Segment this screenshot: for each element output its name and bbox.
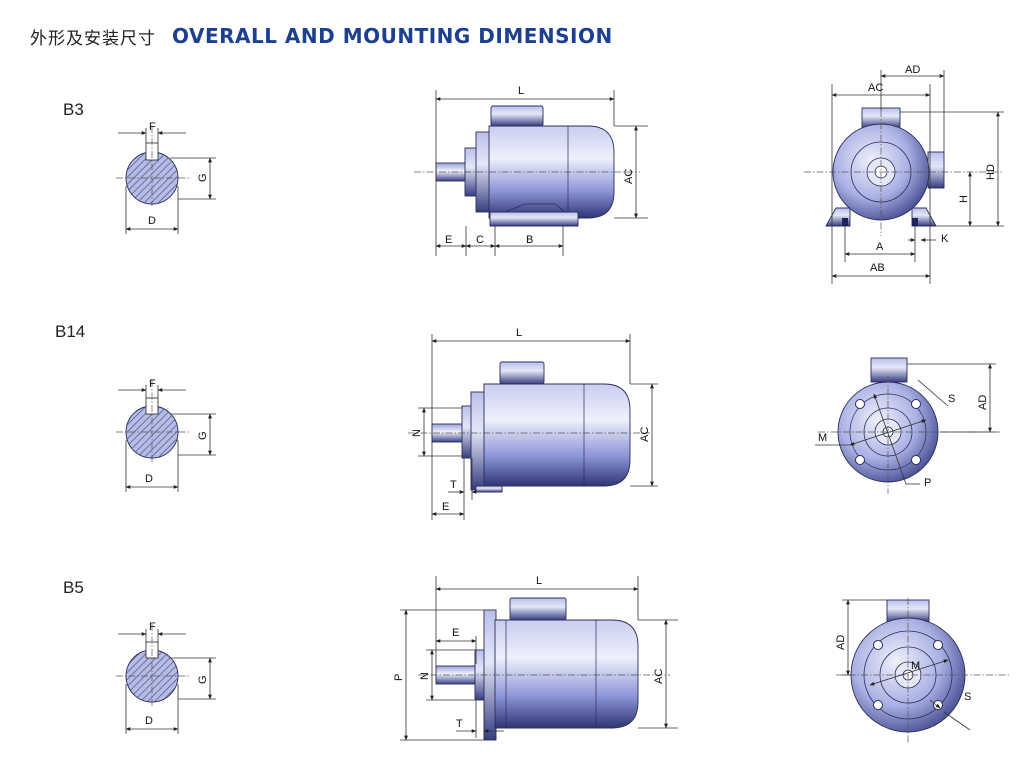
b5-label-D: D (145, 715, 153, 727)
b3-label-H: H (958, 195, 970, 203)
b3-label-AD: AD (905, 64, 920, 76)
b3-label-end-AC: AC (868, 82, 883, 94)
b14-label-AD: AD (977, 395, 989, 410)
b3-motor-side-view: L AC E C B (414, 85, 648, 256)
b5-label-E: E (452, 627, 459, 639)
b5-label-F: F (149, 621, 156, 633)
b14-label-E: E (442, 501, 449, 513)
b3-label-F: F (149, 121, 156, 133)
b5-label-T: T (456, 718, 463, 730)
b5-label-AD: AD (835, 635, 847, 650)
b14-label-M: M (818, 432, 827, 444)
b14-label-AC: AC (639, 427, 651, 442)
b14-label-L: L (516, 327, 522, 339)
b14-motor-end-view: AD S M P (815, 357, 1002, 494)
b3-motor-end-view: AD AC HD H A K AB (804, 64, 1004, 284)
b5-label-AC: AC (653, 669, 665, 684)
b5-label-G: G (197, 675, 209, 684)
b14-label-P: P (924, 477, 931, 489)
b3-label-AB: AB (870, 262, 885, 274)
b14-motor-side-view: L AC N T E (408, 327, 658, 520)
mount-type-label-b14: B14 (55, 322, 86, 341)
page-header: 外形及安装尺寸 OVERALL AND MOUNTING DIMENSION (30, 20, 613, 52)
b14-label-S: S (948, 393, 955, 405)
mount-type-label-b5: B5 (63, 578, 84, 597)
b3-label-L: L (518, 85, 524, 97)
b5-label-P: P (393, 674, 405, 681)
b3-label-E: E (445, 234, 452, 246)
b5-label-L: L (536, 575, 542, 587)
b3-label-K: K (941, 233, 949, 245)
b5-label-N: N (419, 672, 431, 680)
b5-motor-side-view: L AC E P N T (393, 575, 678, 741)
b3-label-HD: HD (985, 164, 997, 180)
b3-label-B: B (526, 234, 533, 246)
b5-label-S: S (964, 691, 971, 703)
b3-label-AC: AC (623, 169, 635, 184)
title-chinese: 外形及安装尺寸 (30, 28, 156, 49)
b14-label-F: F (149, 378, 156, 390)
b3-label-A: A (876, 241, 884, 253)
title-english: OVERALL AND MOUNTING DIMENSION (172, 24, 613, 48)
b5-label-M: M (911, 660, 920, 672)
b14-label-D: D (145, 473, 153, 485)
b14-shaft-section: F G D (116, 378, 216, 492)
b14-label-T: T (450, 479, 457, 491)
b3-label-C: C (476, 234, 484, 246)
b3-label-G: G (197, 173, 209, 182)
mount-type-label-b3: B3 (63, 100, 84, 119)
b3-shaft-section: F G D (116, 121, 216, 234)
b5-motor-end-view: AD M S (835, 598, 1010, 744)
b14-label-N: N (411, 429, 423, 437)
b5-shaft-section: F G D (116, 621, 216, 734)
b14-label-G: G (197, 431, 209, 440)
b3-label-D: D (148, 215, 156, 227)
